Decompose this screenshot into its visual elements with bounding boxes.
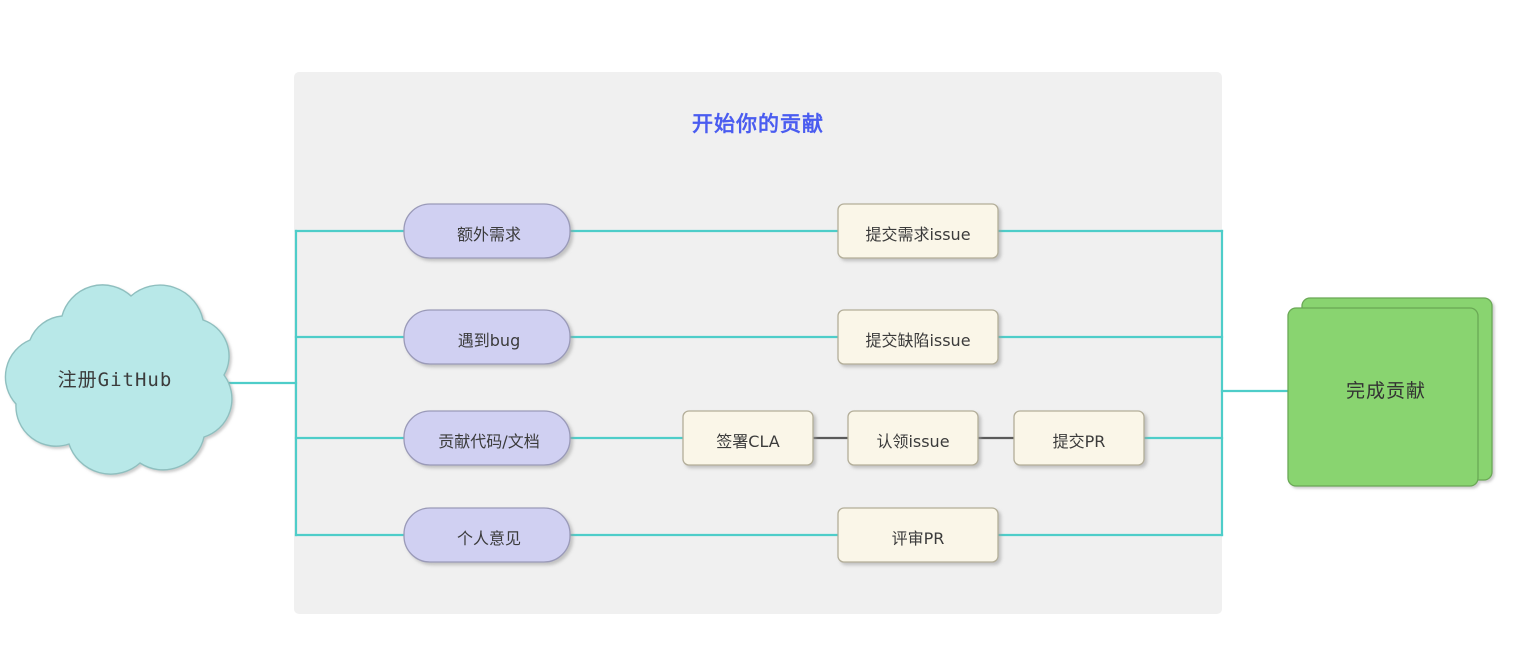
page-title: 开始你的贡献 <box>692 112 824 136</box>
end-node-complete[interactable] <box>1287 297 1493 487</box>
branch-node-feature[interactable] <box>403 203 571 259</box>
step-node-claim-issue[interactable] <box>847 410 979 466</box>
branch-node-opinion[interactable] <box>403 507 571 563</box>
connector-right-tree <box>996 229 1302 537</box>
branch-node-code[interactable] <box>403 410 571 466</box>
step-node-bug-issue[interactable] <box>837 309 999 365</box>
step-node-submit-pr[interactable] <box>1013 410 1145 466</box>
step-node-sign-cla[interactable] <box>682 410 814 466</box>
connector-left-tree <box>226 229 408 537</box>
connector-purple-to-step <box>568 229 840 537</box>
start-node-cloud[interactable] <box>4 284 233 475</box>
step-node-review-pr[interactable] <box>837 507 999 563</box>
step-node-feature-issue[interactable] <box>837 203 999 259</box>
branch-node-bug[interactable] <box>403 309 571 365</box>
